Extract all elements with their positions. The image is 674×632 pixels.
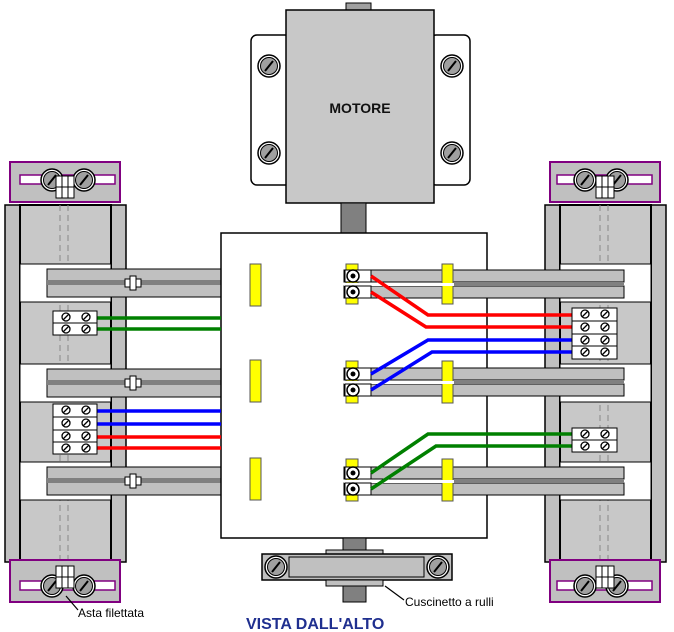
roller-bearing-label: Cuscinetto a rulli (405, 595, 494, 609)
wire-blue (370, 350, 573, 392)
screw-icon (573, 574, 597, 598)
threaded-rod-label: Asta filettata (78, 606, 144, 620)
screw-icon (440, 54, 464, 78)
terminal-block-left-bottom (52, 403, 98, 455)
screw-icon (257, 54, 281, 78)
wire-green (370, 444, 573, 491)
wires (96, 274, 573, 491)
motor-label: MOTORE (329, 100, 390, 116)
wire-red (370, 290, 573, 329)
left-rails (46, 268, 222, 496)
motor-shaft (340, 202, 367, 234)
right-rails (343, 263, 625, 502)
terminal-block-right-top (571, 307, 618, 360)
motor-body (285, 9, 435, 204)
yellow-guide (249, 263, 262, 307)
screw-icon (426, 555, 450, 579)
screw-icon (573, 168, 597, 192)
roller-bearing (261, 537, 453, 603)
motor: MOTORE (250, 2, 471, 234)
screw-icon (72, 574, 96, 598)
wire-red (370, 274, 573, 317)
terminal-block-right-bottom (571, 427, 618, 453)
diagram-title: VISTA DALL'ALTO (246, 616, 384, 632)
screw-icon (257, 141, 281, 165)
roller-bearing-leader (384, 585, 405, 601)
wire-green (370, 432, 573, 475)
terminal-block-left-top (52, 310, 98, 336)
yellow-guide (249, 457, 262, 501)
screw-icon (72, 168, 96, 192)
wire-blue (370, 338, 573, 376)
yellow-guide (249, 359, 262, 403)
screw-icon (440, 141, 464, 165)
threaded-rod-leader (65, 595, 79, 611)
screw-icon (264, 555, 288, 579)
